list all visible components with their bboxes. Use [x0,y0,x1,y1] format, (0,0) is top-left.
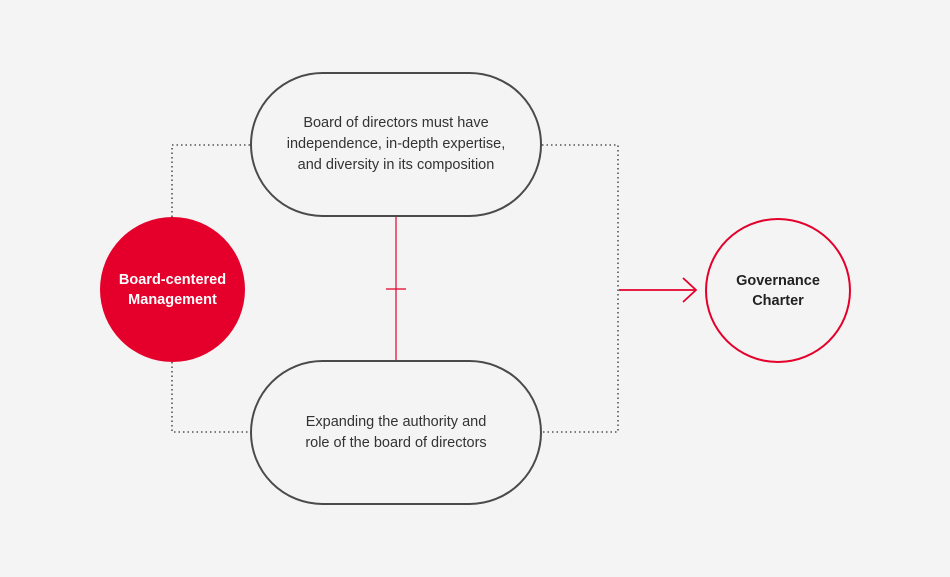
dotted-connector-left-bottom [171,362,250,433]
node-label-line: Board-centered [118,271,227,288]
node-label-line: independence, in-depth expertise, [286,136,506,152]
node-label-line: role of the board of directors [305,434,487,451]
dotted-connector-right [542,144,619,433]
board-composition-node: Board of directors must have independenc… [250,72,542,217]
node-label-line: Management [128,291,217,308]
dotted-connector-left [171,144,250,217]
node-label-line: Governance [736,272,820,289]
node-label-line: and diversity in its composition [297,157,495,173]
board-centered-management-node: Board-centered Management [100,217,245,362]
governance-charter-node: Governance Charter [705,218,851,363]
arrow-right-icon [619,277,698,303]
node-label-line: Board of directors must have [303,115,489,131]
node-label-line: Charter [752,292,804,309]
node-label-line: Expanding the authority and [305,413,487,430]
board-authority-node: Expanding the authority and role of the … [250,360,542,505]
